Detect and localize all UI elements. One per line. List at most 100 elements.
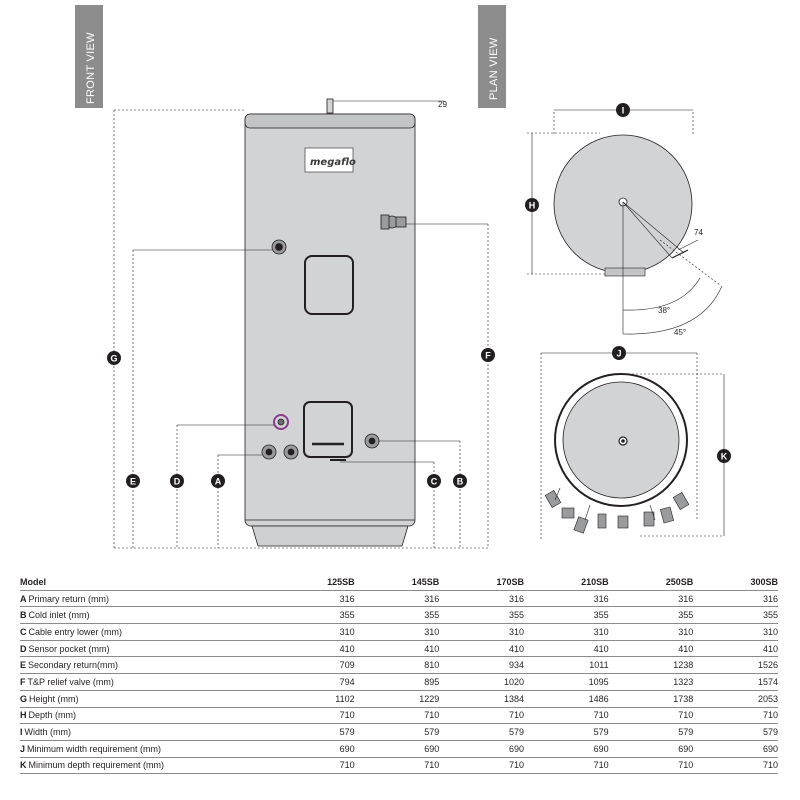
value-cell: 690 (693, 740, 778, 758)
row-letter: C (20, 626, 27, 637)
badge-F-label: F (485, 351, 491, 361)
value-cell: 316 (270, 590, 355, 608)
row-letter: H (20, 710, 27, 721)
header-250sb: 250SB (608, 574, 694, 591)
row-label: Minimum width requirement (mm) (27, 743, 162, 754)
row-letter: D (20, 643, 27, 654)
value-cell: 1238 (608, 656, 694, 675)
badge-J: J (612, 346, 626, 360)
value-cell: 410 (270, 640, 355, 658)
badge-K-label: K (721, 452, 728, 462)
value-cell: 316 (693, 590, 778, 608)
header-210sb: 210SB (523, 574, 609, 591)
plan-view-label: PLAN VIEW (488, 37, 500, 100)
badge-A-label: A (215, 477, 222, 487)
value-cell: 316 (608, 590, 694, 608)
value-cell: 710 (270, 707, 355, 725)
value-cell: 310 (270, 623, 355, 641)
row-label: Secondary return(mm) (28, 660, 119, 671)
badge-D: D (170, 474, 184, 488)
value-cell: 710 (439, 707, 524, 725)
badge-F: F (481, 348, 495, 362)
value-cell: 2053 (693, 690, 778, 708)
value-cell: 710 (523, 707, 609, 725)
brand-name: megaflo (310, 157, 356, 168)
table-header-row: Model 125SB 145SB 170SB 210SB 250SB 300S… (20, 574, 778, 591)
row-label: Depth (mm) (28, 710, 77, 721)
value-cell: 710 (693, 707, 778, 725)
value-cell: 355 (693, 606, 778, 625)
row-letter: F (20, 676, 26, 687)
value-cell: 690 (439, 740, 524, 758)
value-cell: 1738 (608, 690, 694, 708)
value-cell: 355 (608, 606, 694, 625)
value-cell: 1384 (439, 690, 524, 708)
plan-offset-dimension: 74 (694, 228, 703, 237)
row-label: T&P relief valve (mm) (27, 676, 114, 687)
value-cell: 310 (523, 623, 609, 641)
row-label: Minimum depth requirement (mm) (28, 760, 165, 771)
value-cell: 1011 (523, 656, 609, 675)
row-letter: J (20, 743, 26, 754)
row-label: Cold inlet (mm) (28, 610, 90, 621)
value-cell: 316 (439, 590, 524, 608)
row-label: Primary return (mm) (28, 593, 110, 604)
badge-B: B (453, 474, 467, 488)
value-cell: 410 (608, 640, 694, 658)
badge-K: K (717, 449, 731, 463)
value-cell: 410 (439, 640, 524, 658)
badge-J-label: J (616, 349, 621, 359)
angle-large: 45° (674, 328, 686, 337)
row-label: Height (mm) (29, 693, 79, 704)
header-125sb: 125SB (270, 574, 355, 591)
value-cell: 1486 (523, 690, 609, 708)
header-170sb: 170SB (439, 574, 524, 591)
value-cell: 579 (693, 723, 778, 741)
angle-small: 38° (658, 306, 670, 315)
badge-B-label: B (457, 477, 464, 487)
row-label: Sensor pocket (mm) (28, 643, 110, 654)
value-cell: 310 (439, 623, 524, 641)
value-cell: 579 (270, 723, 355, 741)
badge-E-label: E (130, 477, 136, 487)
megaflo-logo: megaflo (304, 147, 356, 173)
value-cell: 710 (693, 757, 778, 775)
cylinder-diagram: FRONT VIEW PLAN VIEW (75, 5, 731, 549)
value-cell: 579 (439, 723, 524, 741)
front-view-drawing (114, 98, 444, 547)
dimensions-table: Model 125SB 145SB 170SB 210SB 250SB 300S… (20, 574, 778, 775)
front-view-label: FRONT VIEW (85, 32, 97, 104)
plan-view-top-drawing (527, 109, 723, 335)
value-cell: 690 (354, 740, 440, 758)
value-cell: 710 (523, 757, 609, 775)
value-cell: 690 (608, 740, 694, 758)
row-label: Width (mm) (24, 727, 72, 738)
value-cell: 1229 (354, 690, 440, 708)
badge-G: G (107, 351, 121, 365)
value-cell: 710 (608, 757, 694, 775)
badge-C-label: C (431, 477, 438, 487)
row-letter: G (20, 693, 28, 704)
row-label: Cable entry lower (mm) (28, 626, 123, 637)
value-cell: 579 (523, 723, 609, 741)
badge-C: C (427, 474, 441, 488)
badge-G-label: G (110, 354, 117, 364)
value-cell: 1526 (693, 656, 778, 675)
value-cell: 690 (523, 740, 609, 758)
